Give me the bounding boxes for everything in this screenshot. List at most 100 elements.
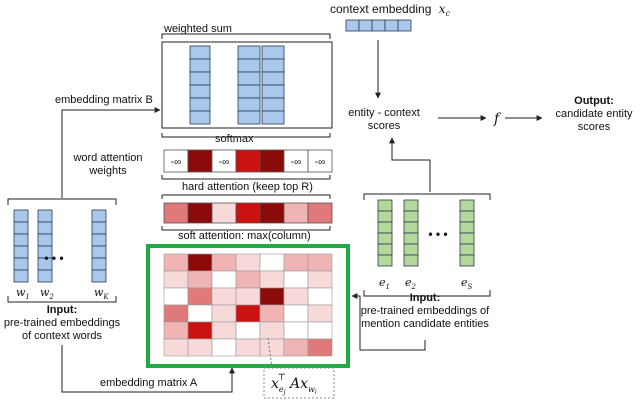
input-left-line1: pre-trained embeddings (4, 317, 121, 329)
weighted-sum-col-cell (261, 45, 285, 60)
score-matrix-highlight (146, 244, 350, 368)
score-matrix-cell (163, 321, 189, 340)
input-left-title: Input: (47, 304, 78, 316)
context-embedding-vector (345, 19, 412, 32)
soft-attention-top-brace (161, 194, 331, 199)
entity-embedding-vector-cell (459, 254, 475, 267)
context-embedding-cell (397, 19, 412, 32)
score-matrix-cell (235, 253, 261, 272)
f-symbol: f (493, 111, 502, 127)
score-matrix-cell (211, 270, 237, 289)
score-matrix-cell (211, 304, 237, 323)
score-matrix-cell (211, 287, 237, 306)
weighted-sum-col-cell (261, 84, 285, 99)
score-matrix-cell (259, 304, 285, 323)
neg-infinity-label: -∞ (171, 157, 181, 168)
weighted-sum-col-cell (189, 84, 211, 99)
weighted-sum-brace (161, 33, 331, 39)
weighted-sum-col (237, 45, 261, 125)
score-matrix-cell (283, 287, 309, 306)
score-matrix-cell (307, 287, 333, 306)
word-symbol: wK (94, 286, 109, 301)
score-matrix-cell (307, 270, 333, 289)
word-embedding-vector-cell (13, 233, 29, 247)
input-right-line1: pre-trained embeddings of (361, 305, 490, 317)
word-embedding-vector-cell (37, 233, 53, 247)
weighted-sum-col-cell (189, 97, 211, 112)
score-matrix-cell (163, 304, 189, 323)
attention-weight-cell (259, 149, 285, 173)
input-right-line2: mention candidate entities (361, 318, 489, 330)
entity-embedding-vector (459, 199, 475, 267)
input-right-title: Input: (410, 292, 441, 304)
entity-embedding-vector-cell (459, 210, 475, 223)
word-embedding-vector-cell (37, 209, 53, 223)
entity-embedding-vector-cell (377, 199, 393, 212)
score-matrix-cell (187, 253, 213, 272)
entity-ellipsis: • • • (428, 227, 447, 241)
score-matrix-cell (307, 253, 333, 272)
word-embedding-vector-cell (37, 269, 53, 283)
word-ellipsis: • • • (44, 251, 63, 265)
score-matrix-cell (187, 321, 213, 340)
output-title: Output: (574, 95, 614, 107)
score-matrix-cell (283, 270, 309, 289)
weighted-sum-col-cell (237, 45, 261, 60)
output-line1: candidate entity (555, 108, 633, 120)
entity-embedding-vector-cell (403, 221, 419, 234)
word-embedding-vector-cell (13, 245, 29, 259)
soft-attention-bottom-brace (161, 226, 331, 231)
weighted-sum-col-cell (189, 71, 211, 86)
embedding-matrix-a-label: embedding matrix A (100, 377, 198, 389)
entities-to-matrix-arrow (351, 293, 426, 351)
word-embedding-vector-cell (13, 209, 29, 223)
context-words-bottom-brace (7, 296, 117, 303)
context-word-embeddings: w1 w2 wK (13, 209, 109, 301)
embedding-matrix-b-label: embedding matrix B (55, 94, 153, 106)
attention-weight-cell (187, 149, 213, 173)
input-left-line2: of context words (22, 330, 103, 342)
entity-embedding-vector (377, 199, 393, 267)
word-embedding-vector (13, 209, 29, 283)
embedding-matrix-b-arrow (61, 107, 161, 198)
neg-infinity-label: -∞ (291, 157, 301, 168)
context-embedding-cell (384, 19, 399, 32)
context-embedding-cell (358, 19, 373, 32)
word-embedding-vector-cell (13, 257, 29, 271)
score-matrix-cell (211, 321, 237, 340)
score-matrix-cell (283, 321, 309, 340)
score-matrix-cell (187, 338, 213, 357)
entity-symbol: e1 (379, 276, 390, 291)
word-embedding-vector-cell (13, 221, 29, 235)
entity-embedding-vector-cell (377, 254, 393, 267)
entity-embedding-vector-cell (403, 210, 419, 223)
word-attention-weights-label-1: word attention (72, 152, 142, 164)
weighted-sum-col (189, 45, 211, 125)
weighted-sum-columns (189, 45, 285, 125)
score-matrix (163, 253, 333, 357)
context-embedding-label: context embedding xc (330, 2, 451, 18)
weighted-sum-col-cell (261, 58, 285, 73)
soft-attention-cell (211, 202, 237, 224)
context-embedding-cell (345, 19, 360, 32)
word-embedding-vector-cell (13, 269, 29, 283)
entity-embedding-vector-cell (459, 199, 475, 212)
score-matrix-cell (163, 270, 189, 289)
weighted-sum-col-cell (237, 110, 261, 125)
neg-infinity-label: -∞ (315, 157, 325, 168)
weighted-sum-col-cell (237, 71, 261, 86)
word-symbol: w1 (16, 286, 30, 301)
word-embedding-vector-cell (91, 209, 107, 223)
entity-embedding-vector-cell (377, 210, 393, 223)
context-embedding-cell (371, 19, 386, 32)
weighted-sum-col-cell (261, 71, 285, 86)
score-matrix-cell (259, 321, 285, 340)
word-symbol: w2 (40, 286, 54, 301)
soft-attention-cell (163, 202, 189, 224)
score-matrix-cell (259, 253, 285, 272)
weighted-sum-col-cell (237, 84, 261, 99)
score-matrix-cell (235, 338, 261, 357)
entity-embedding-vector-cell (403, 243, 419, 256)
